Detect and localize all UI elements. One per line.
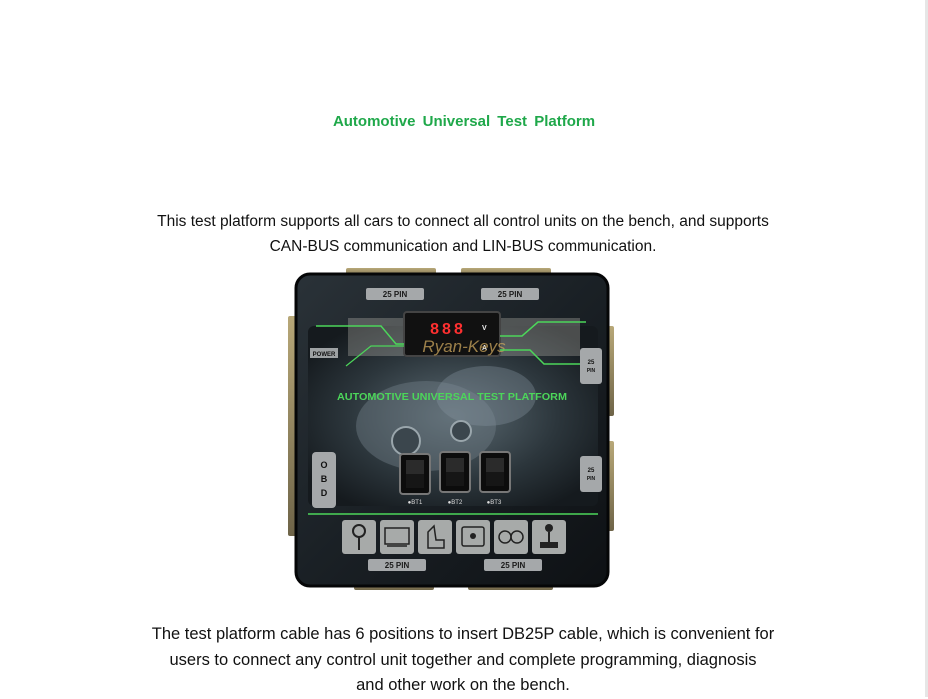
voltmeter-unit-a: A: [482, 345, 487, 352]
key-icon: [342, 520, 376, 554]
ecu-icon: [456, 520, 490, 554]
top-port-right-label-bg: [481, 288, 539, 300]
right-port-lower-label-bg: [580, 456, 602, 492]
switch-bt2-label: ●BT2: [448, 500, 463, 506]
intro-line-1: This test platform supports all cars to …: [157, 213, 769, 230]
top-port-right-label: 25 PIN: [498, 290, 523, 299]
obd-label-b: B: [321, 474, 328, 484]
voltmeter-digits: 888: [430, 321, 466, 338]
bottom-port-right-label-bg: [484, 559, 542, 571]
outro-paragraph: The test platform cable has 6 positions …: [112, 622, 814, 699]
right-port-upper-label-line1: 25: [588, 360, 595, 366]
intro-line-2: CAN-BUS communication and LIN-BUS commun…: [269, 238, 657, 255]
outro-line-3: and other work on the bench.: [356, 676, 570, 694]
seat-icon: [418, 520, 452, 554]
switch-bt3[interactable]: [479, 451, 511, 493]
intro-paragraph: This test platform supports all cars to …: [124, 209, 802, 259]
instrument-cluster-icon: [494, 520, 528, 554]
top-port-left-label: 25 PIN: [383, 290, 408, 299]
bottom-port-right-label: 25 PIN: [501, 561, 526, 570]
obd-label-o: O: [320, 460, 327, 470]
right-port-lower-label-line2: PIN: [587, 476, 596, 482]
power-label-bg: [310, 348, 338, 358]
right-port-upper-label-line2: PIN: [587, 368, 596, 374]
watermark-text: Ryan-Keys: [422, 337, 506, 356]
voltmeter-display: [403, 311, 501, 357]
page-edge: [925, 0, 928, 697]
switch-bt1-label: ●BT1: [408, 500, 423, 506]
gear-shift-icon: [532, 520, 566, 554]
dashboard-icon: [380, 520, 414, 554]
panel-title: AUTOMOTIVE UNIVERSAL TEST PLATFORM: [337, 392, 567, 403]
engine-image: [308, 326, 598, 506]
obd-label-d: D: [321, 488, 328, 498]
outro-line-1: The test platform cable has 6 positions …: [151, 625, 775, 643]
switch-bt1[interactable]: [399, 453, 431, 495]
test-platform-photo: 25 PIN 25 PIN 888 V A Ryan-Keys POWER AU…: [286, 266, 616, 592]
top-port-left-label-bg: [366, 288, 424, 300]
page-title: Automotive Universal Test Platform: [332, 113, 596, 130]
right-port-upper-label-bg: [580, 348, 602, 384]
voltmeter-unit-v: V: [482, 325, 487, 332]
right-port-lower-label-line1: 25: [588, 468, 595, 474]
bottom-port-left-label-bg: [368, 559, 426, 571]
power-label: POWER: [313, 352, 336, 358]
switch-bt2[interactable]: [439, 451, 471, 493]
outro-line-2: users to connect any control unit togeth…: [169, 650, 757, 669]
switch-bt3-label: ●BT3: [487, 500, 502, 506]
bottom-port-left-label: 25 PIN: [385, 561, 410, 570]
obd-label-bg: [312, 452, 336, 508]
